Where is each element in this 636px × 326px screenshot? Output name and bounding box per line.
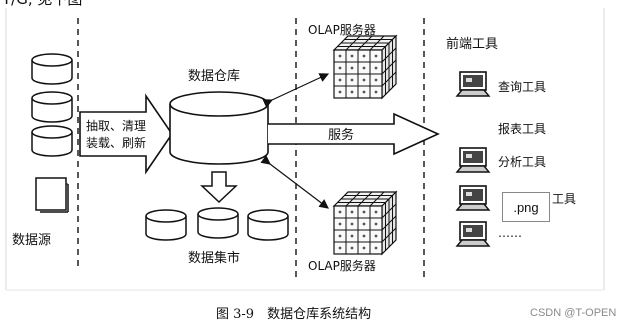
ellipsis-label: ……: [498, 226, 522, 240]
arrow-to-olap-bottom: [260, 155, 329, 209]
database-icon: [31, 53, 73, 85]
down-arrow: [200, 171, 238, 204]
data-warehouse: 数据仓库: [169, 68, 269, 165]
document-icon: [35, 177, 69, 213]
database-icon: [31, 125, 73, 157]
png-overlay-tag: .png: [502, 192, 550, 222]
data-warehouse-label: 数据仓库: [188, 68, 240, 84]
olap-cube-icon: [332, 34, 398, 100]
service-arrow: 服务: [268, 112, 440, 156]
database-icon: [145, 209, 187, 241]
computer-icon: [455, 147, 491, 173]
front-end-tools-label: 前端工具: [446, 36, 498, 52]
database-icon: [31, 91, 73, 123]
mining-tool-label: 工具: [552, 192, 576, 206]
olap-cube-icon: [332, 190, 398, 256]
extract-label-line2: 装载、刷新: [86, 135, 146, 150]
header-fragment: T/G, 见下图: [1, 0, 82, 8]
computer-icon: [455, 71, 491, 97]
extract-label-line1: 抽取、清理: [86, 119, 146, 133]
query-tool-label: 查询工具: [498, 80, 546, 94]
figure-caption: 图 3-9 数据仓库系统结构: [216, 306, 371, 322]
data-source-group: 数据源: [12, 53, 73, 248]
computer-icon: [455, 221, 491, 247]
analysis-tool-label: 分析工具: [498, 155, 546, 169]
data-mart-group: 数据集市: [145, 207, 289, 266]
service-label: 服务: [328, 127, 354, 143]
report-tool-label: 报表工具: [498, 121, 546, 136]
data-source-label: 数据源: [12, 233, 51, 248]
extract-arrow: 抽取、清理 装载、刷新: [79, 93, 173, 175]
computer-icon: [455, 185, 491, 211]
watermark: CSDN @T-OPEN: [530, 307, 616, 319]
olap-server-top-label: OLAP服务器: [308, 22, 376, 37]
data-mart-label: 数据集市: [188, 250, 240, 266]
olap-server-bottom-label: OLAP服务器: [308, 258, 376, 273]
database-icon: [197, 207, 239, 239]
database-icon: [247, 209, 289, 241]
arrow-to-olap-top: [262, 73, 330, 108]
